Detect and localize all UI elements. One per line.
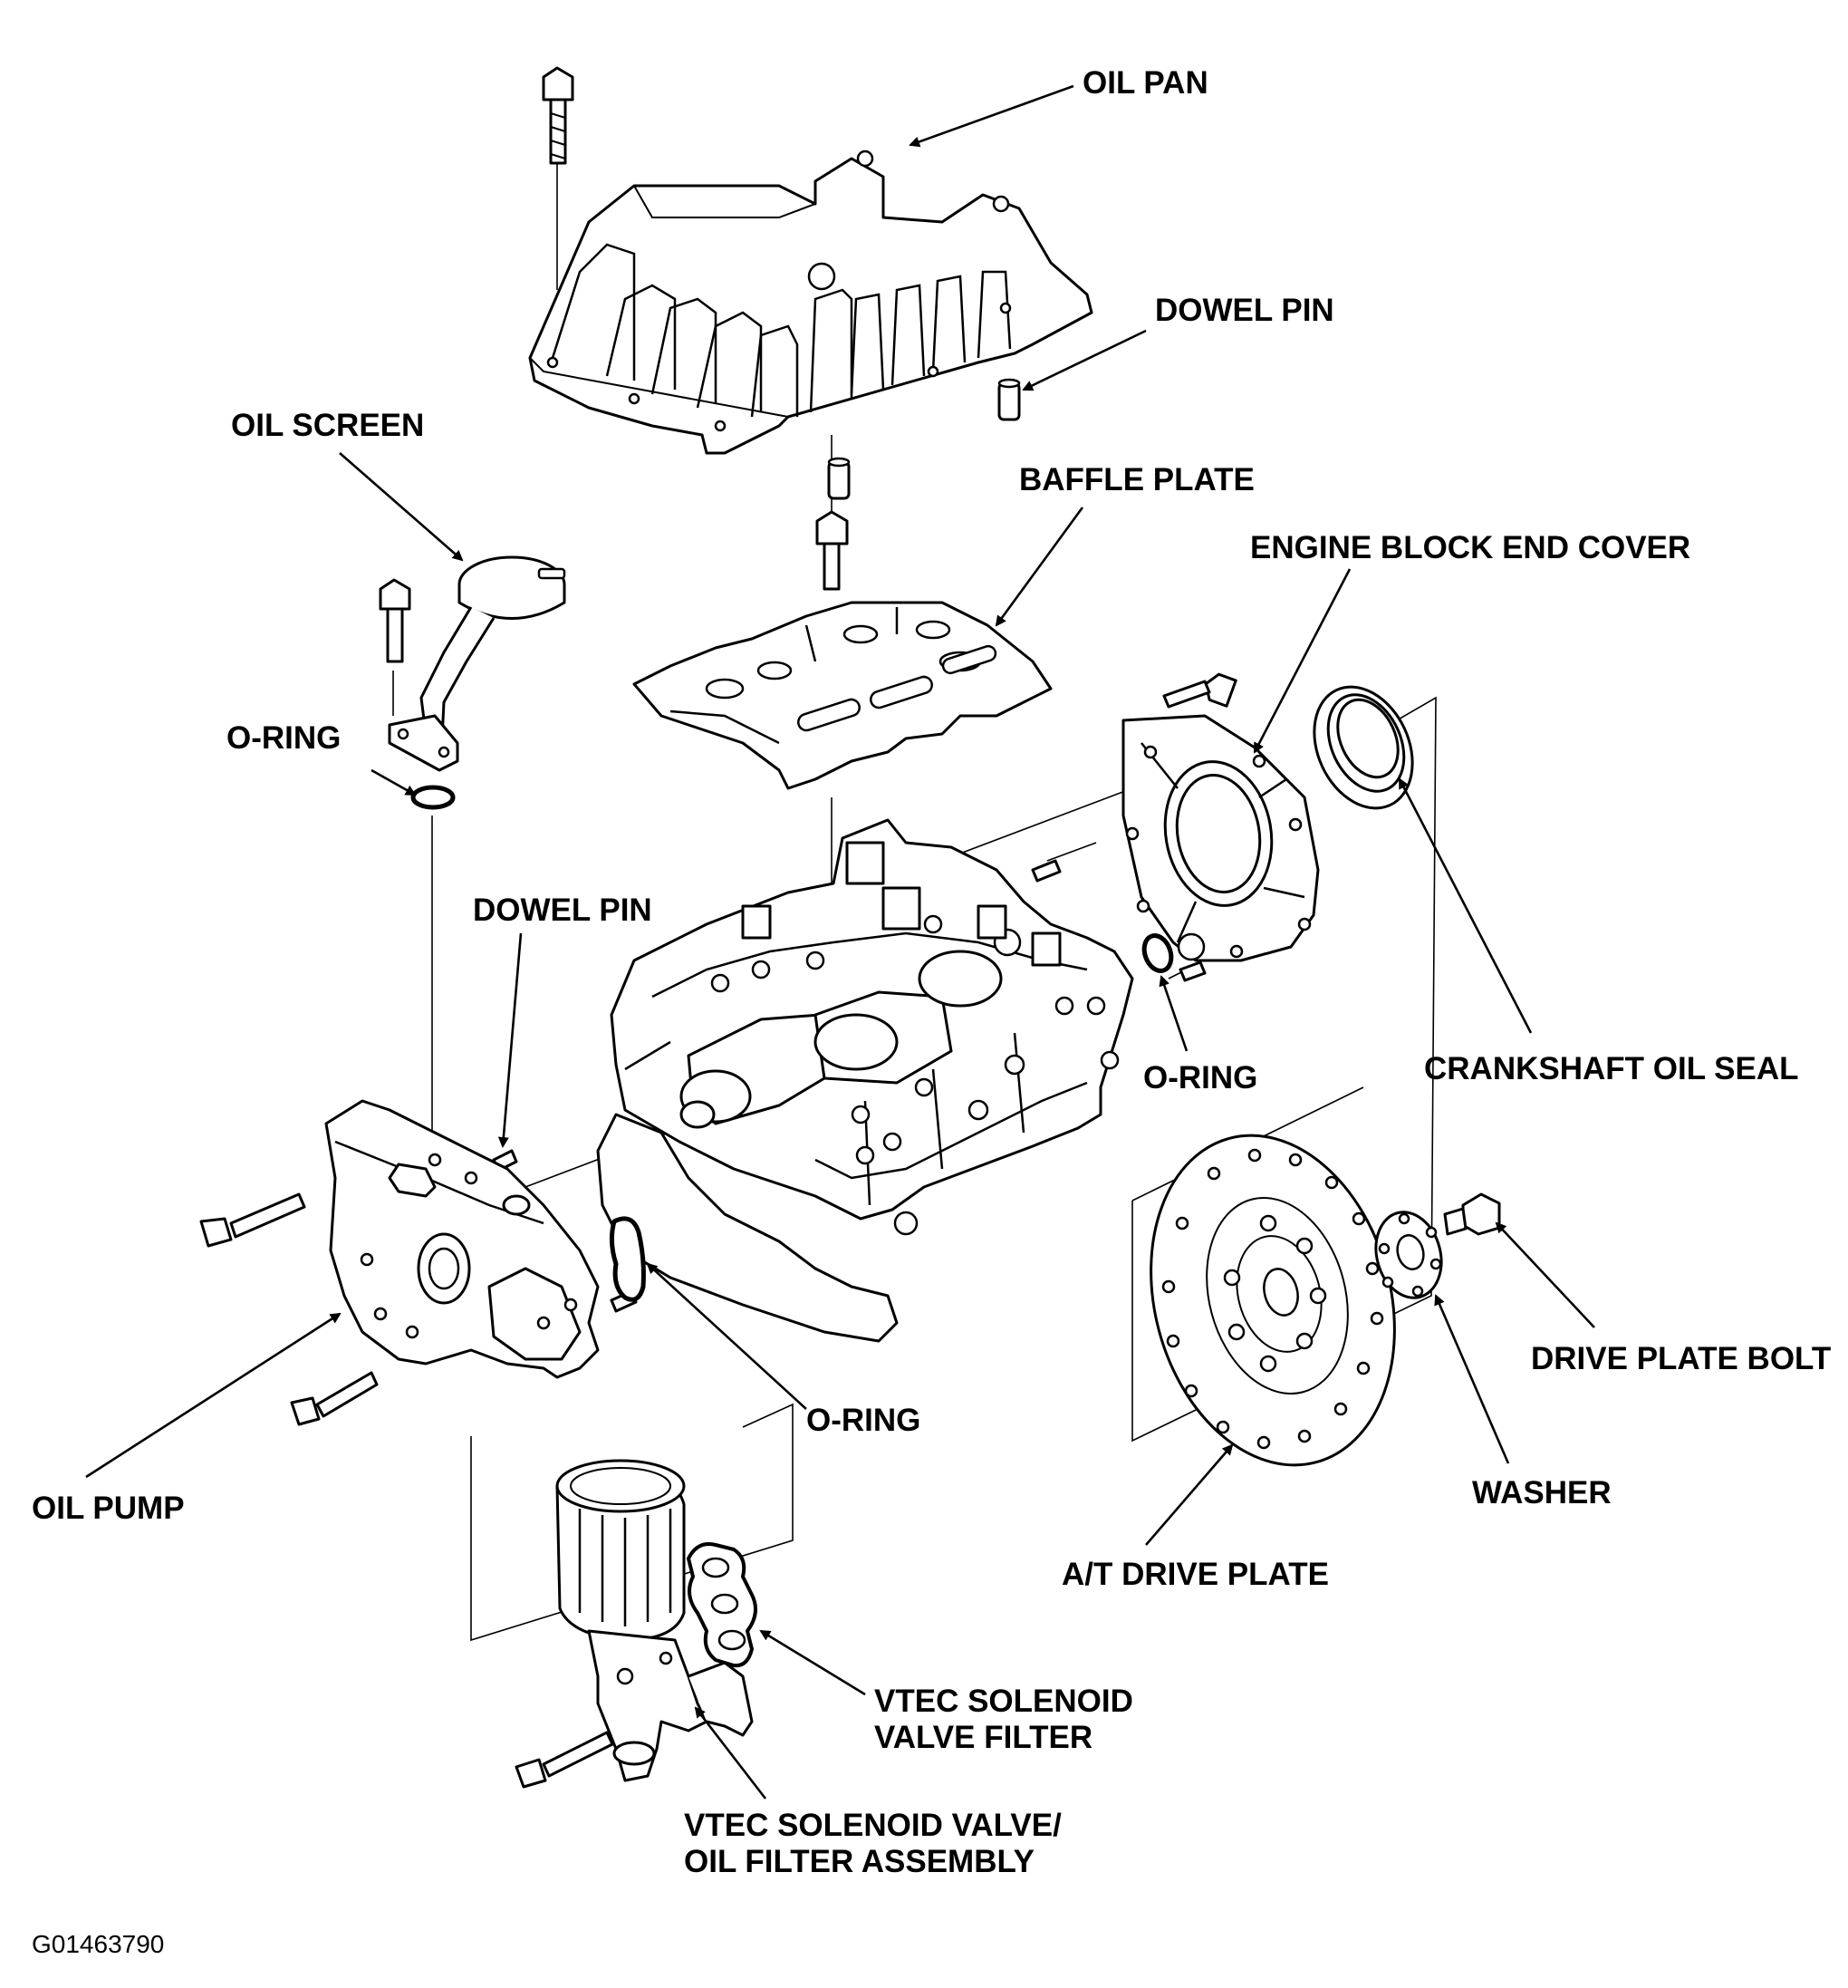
label-oil-pump: OIL PUMP	[32, 1491, 185, 1526]
dowel-pin-pan-right	[997, 378, 1021, 421]
oil-filter-assembly	[555, 1459, 754, 1782]
label-at-drive-plate: A/T DRIVE PLATE	[1062, 1557, 1329, 1592]
figure-code: G01463790	[32, 1930, 165, 1958]
oil-pan	[528, 150, 1093, 455]
label-dowel-pin-mid: DOWEL PIN	[473, 893, 652, 928]
baffle-plate-bolt	[815, 510, 849, 591]
label-vtec-assembly-line1: VTEC SOLENOID VALVE/	[684, 1808, 1062, 1843]
label-o-ring-end-cover: O-RING	[1143, 1060, 1258, 1095]
label-vtec-filter-line2: VALVE FILTER	[874, 1720, 1093, 1755]
o-ring-oil-screen	[410, 785, 456, 810]
oil-pump-bolt-lower	[290, 1371, 379, 1426]
label-vtec-filter-line1: VTEC SOLENOID	[874, 1684, 1133, 1719]
label-dowel-pin-top: DOWEL PIN	[1155, 293, 1334, 328]
label-oil-screen: OIL SCREEN	[231, 408, 425, 443]
label-baffle-plate: BAFFLE PLATE	[1019, 462, 1255, 497]
oil-screen-bolt	[379, 578, 411, 663]
washer	[1374, 1211, 1443, 1299]
oil-screen	[388, 555, 566, 772]
label-washer: WASHER	[1472, 1475, 1612, 1510]
dowel-pin-pan-center	[827, 457, 851, 500]
baffle-plate	[632, 601, 1053, 790]
o-ring-end-cover	[1141, 933, 1174, 973]
vtec-solenoid-valve-filter	[687, 1542, 757, 1668]
label-vtec-solenoid-valve-oil-filter-assembly: VTEC SOLENOID VALVE/ OIL FILTER ASSEMBLY	[684, 1808, 1062, 1880]
label-vtec-assembly-line2: OIL FILTER ASSEMBLY	[684, 1844, 1035, 1879]
label-oil-pan: OIL PAN	[1083, 65, 1208, 101]
oil-pump-bolt-upper	[199, 1192, 306, 1248]
label-engine-block-end-cover: ENGINE BLOCK END COVER	[1250, 530, 1691, 565]
label-o-ring-oil-screen: O-RING	[226, 720, 342, 756]
engine-block	[596, 818, 1134, 1343]
dowel-pin-block-right-2	[1179, 960, 1207, 982]
drive-plate-holes	[1161, 1148, 1384, 1450]
label-drive-plate-bolt: DRIVE PLATE BOLT	[1531, 1341, 1832, 1376]
dowel-pin-block-right-1	[1031, 859, 1062, 883]
oil-pan-bolt	[542, 66, 574, 165]
label-vtec-solenoid-valve-filter: VTEC SOLENOID VALVE FILTER	[874, 1684, 1133, 1756]
engine-block-end-cover	[1121, 714, 1320, 962]
oil-pump	[324, 1099, 600, 1379]
drive-plate-bolt-part	[1443, 1192, 1501, 1236]
o-ring-oil-pump	[609, 1216, 646, 1302]
leader-lines	[85, 84, 1595, 1800]
label-o-ring-oil-pump: O-RING	[806, 1403, 921, 1438]
at-drive-plate	[1150, 1134, 1396, 1467]
crankshaft-oil-seal	[1313, 685, 1414, 810]
label-crankshaft-oil-seal: CRANKSHAFT OIL SEAL	[1424, 1051, 1799, 1086]
oil-filter-bolt	[515, 1731, 614, 1789]
end-cover-bolt	[1162, 672, 1237, 709]
